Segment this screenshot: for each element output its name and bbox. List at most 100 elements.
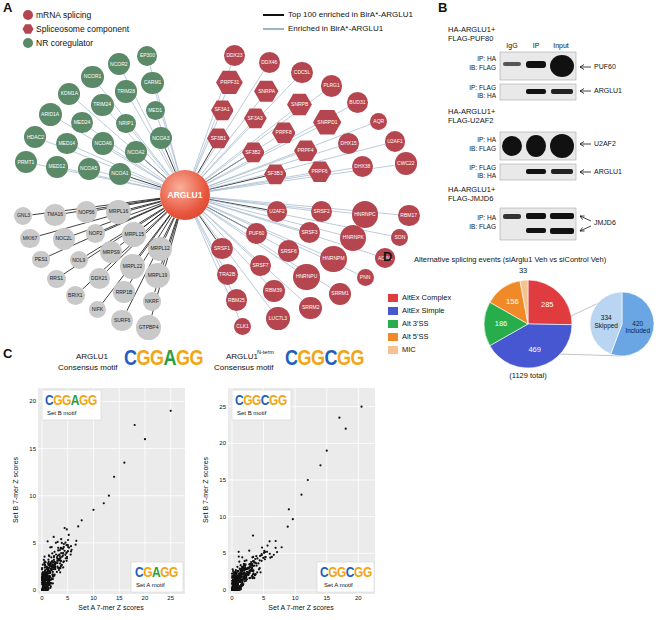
prey-protein-node: MKI67 <box>20 229 39 248</box>
gene-name: BUD31 <box>349 100 365 105</box>
data-point <box>236 572 238 574</box>
prey-protein-node: U2AF2 <box>267 201 288 222</box>
axis-title: Set A 7-mer Z scores <box>78 604 143 612</box>
gene-name: CARM1 <box>144 80 162 85</box>
data-point <box>44 572 46 574</box>
data-point <box>231 589 233 591</box>
data-point <box>256 557 258 559</box>
data-point <box>46 573 48 575</box>
data-point <box>288 508 290 510</box>
data-point <box>287 526 289 528</box>
legend-swatch <box>388 318 400 330</box>
legend-label: AltEx Complex <box>402 292 451 304</box>
data-point <box>241 575 243 577</box>
data-point <box>47 568 49 570</box>
hexagon-shape <box>242 142 265 162</box>
tick-label: 0 <box>40 595 43 602</box>
prey-protein-node: SF3B3 <box>264 163 287 186</box>
data-point <box>240 576 242 578</box>
prey-protein-node: U2AF1 <box>385 131 406 152</box>
gene-name: SRSF7 <box>253 263 269 268</box>
gene-name: EP300 <box>140 53 155 58</box>
band-label: JMJD6 <box>594 219 616 227</box>
tick-label: 0 <box>223 587 226 594</box>
interaction-edge <box>210 198 311 210</box>
data-point <box>123 462 125 464</box>
data-point <box>232 589 234 591</box>
gene-name: CLK1 <box>236 324 249 329</box>
tick-label: 15 <box>219 477 226 484</box>
grid-line <box>228 516 375 517</box>
data-point <box>41 574 43 576</box>
prey-protein-node: GTPBP4 <box>136 315 161 340</box>
data-point <box>75 544 77 546</box>
gene-name: RBM25 <box>228 298 245 303</box>
data-point <box>261 546 263 548</box>
data-point <box>231 581 233 583</box>
data-point <box>60 538 62 540</box>
motif-inset <box>317 562 374 592</box>
data-point <box>44 589 46 591</box>
hexagon-shape <box>272 122 296 142</box>
motif-inset <box>42 390 101 420</box>
data-point <box>67 546 69 548</box>
prey-protein-node: NCOA2 <box>125 141 147 163</box>
prey-protein-node: DHX38 <box>352 156 373 177</box>
edge-group <box>32 65 397 318</box>
prey-protein-node: SNRPD1 <box>313 108 341 136</box>
data-point <box>108 495 110 497</box>
data-point <box>49 579 51 581</box>
line-sample <box>262 9 286 21</box>
gene-name: SON <box>394 235 405 240</box>
data-point <box>264 558 266 560</box>
prey-protein-node: TRA2B <box>217 264 238 285</box>
hexagon-shape <box>313 110 341 135</box>
data-point <box>42 574 44 576</box>
gene-name: PLRG1 <box>323 83 339 88</box>
data-point <box>241 579 243 581</box>
gene-name: SRRM2 <box>302 305 320 310</box>
blot-row-label: IB: HA <box>477 172 496 179</box>
data-point <box>234 584 236 586</box>
sequence-logo: CGGCGG <box>320 564 372 579</box>
data-point <box>46 582 48 584</box>
data-point <box>243 577 245 579</box>
axis-title: Set B 7-mer Z scores <box>202 457 210 523</box>
data-point <box>234 571 236 573</box>
gene-name: HNRNPK <box>343 235 364 240</box>
prey-protein-node: MRPL12 <box>148 237 172 261</box>
data-point <box>63 560 65 562</box>
data-point <box>231 577 233 579</box>
tick-label: 15 <box>116 595 123 602</box>
data-point <box>240 569 242 571</box>
data-point <box>53 575 55 577</box>
prey-protein-node: SRSF1 <box>211 238 232 259</box>
data-point <box>51 546 53 548</box>
data-point <box>240 584 242 586</box>
data-point <box>242 577 244 579</box>
band-label: U2AF2 <box>594 140 616 148</box>
data-point <box>44 564 46 566</box>
data-point <box>231 589 233 591</box>
data-point <box>42 574 44 576</box>
gene-name: NKRF <box>145 299 159 304</box>
legend-swatch <box>388 305 400 317</box>
gene-name: NOP56 <box>78 210 94 215</box>
data-point <box>264 556 266 558</box>
data-point <box>232 580 234 582</box>
prey-protein-node: RRP1B <box>113 281 135 303</box>
data-point <box>50 556 52 558</box>
data-point <box>47 559 49 561</box>
data-point <box>57 559 59 561</box>
blot-row-label: IP: HA <box>477 55 496 62</box>
interaction-edge <box>209 201 340 234</box>
data-point <box>231 573 233 575</box>
data-point <box>254 574 256 576</box>
tick-label: 10 <box>292 595 299 602</box>
data-point <box>232 588 234 590</box>
data-point <box>81 519 83 521</box>
prey-protein-node: SF3B1 <box>207 127 230 150</box>
legend-swatch <box>388 292 400 304</box>
legend-swatch <box>22 9 34 21</box>
prey-protein-node: NOP56 <box>76 201 97 222</box>
